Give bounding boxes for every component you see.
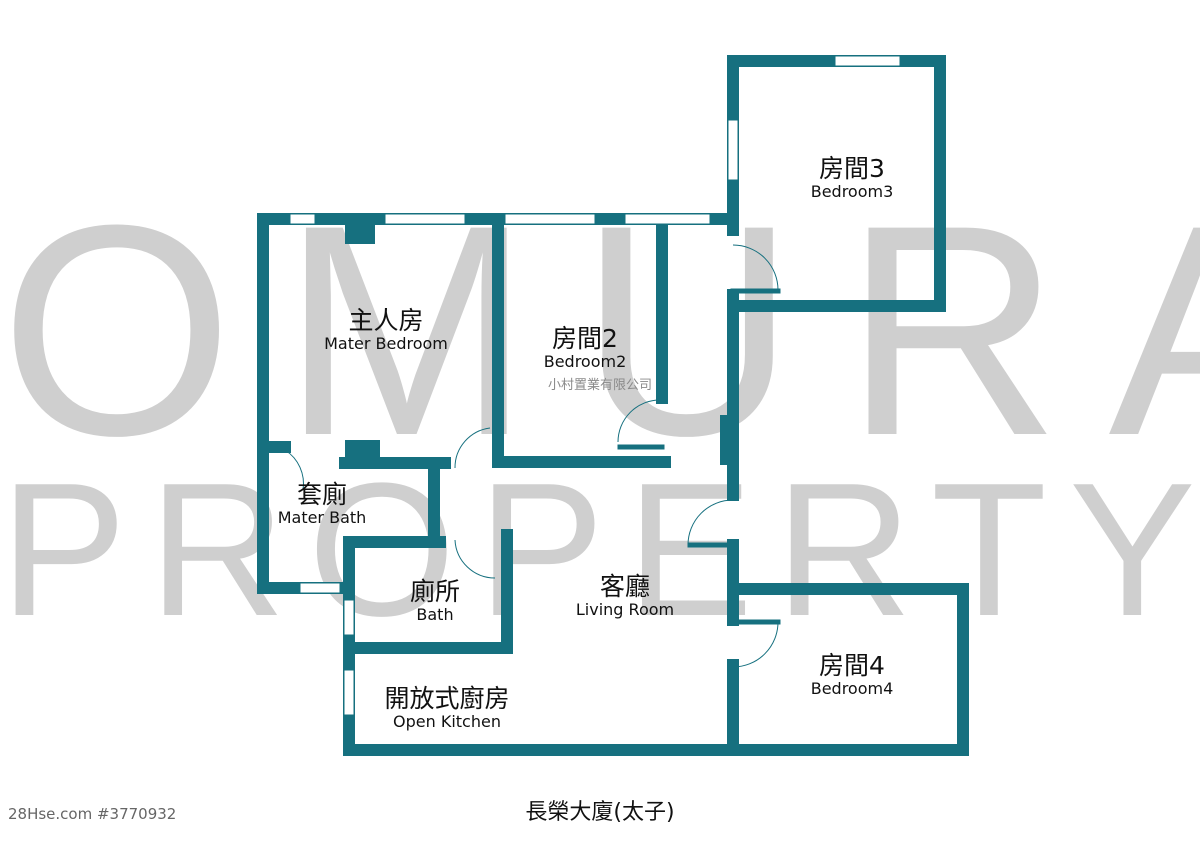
room-name-zh: 主人房 bbox=[348, 306, 424, 335]
room-name-en: Mater Bath bbox=[277, 508, 367, 527]
column bbox=[345, 219, 375, 244]
column bbox=[345, 440, 380, 465]
window bbox=[384, 213, 466, 225]
room-name-en: Living Room bbox=[575, 600, 675, 619]
door-arc bbox=[732, 244, 779, 291]
room-bedroom4: 房間4 Bedroom4 bbox=[811, 652, 894, 698]
room-name-zh: 開放式廚房 bbox=[384, 684, 510, 713]
room-living-room: 客廳 Living Room bbox=[576, 573, 674, 619]
window bbox=[624, 213, 711, 225]
door-arc bbox=[732, 621, 779, 668]
window bbox=[834, 55, 901, 67]
room-name-en: Open Kitchen bbox=[393, 712, 501, 731]
room-bedroom3: 房間3 Bedroom3 bbox=[811, 155, 894, 201]
source-label: 28Hse.com #3770932 bbox=[8, 805, 177, 823]
door-arc bbox=[617, 399, 661, 443]
window bbox=[727, 119, 739, 181]
room-name-en: Bedroom2 bbox=[543, 352, 627, 371]
door-arc bbox=[454, 427, 491, 469]
room-master-bedroom: 主人房 Mater Bedroom bbox=[324, 307, 448, 353]
room-name-zh: 房間3 bbox=[819, 154, 885, 183]
door-arc bbox=[454, 539, 496, 579]
window bbox=[343, 599, 355, 636]
door-arc bbox=[284, 449, 304, 491]
room-master-bath: 套廁 Mater Bath bbox=[278, 481, 367, 527]
room-name-en: Bedroom3 bbox=[810, 182, 894, 201]
room-name-en: Mater Bedroom bbox=[324, 334, 448, 353]
room-open-kitchen: 開放式廚房 Open Kitchen bbox=[384, 685, 509, 731]
room-name-zh: 房間2 bbox=[552, 324, 618, 353]
column bbox=[720, 415, 730, 465]
room-name-zh: 廁所 bbox=[409, 577, 461, 606]
window bbox=[343, 669, 355, 716]
watermark-omura: OMURA bbox=[0, 162, 1200, 498]
window bbox=[504, 213, 596, 225]
room-name-en: Bath bbox=[416, 605, 454, 624]
window bbox=[289, 213, 316, 225]
room-name-zh: 客廳 bbox=[599, 572, 650, 601]
watermark-property: PROPERTY bbox=[0, 444, 1200, 656]
room-bath: 廁所 Bath bbox=[410, 578, 460, 624]
window bbox=[299, 582, 341, 594]
room-name-zh: 房間4 bbox=[819, 651, 885, 680]
company-watermark: 小村置業有限公司 bbox=[547, 378, 653, 393]
door-arc bbox=[687, 499, 734, 546]
room-name-zh: 套廁 bbox=[296, 480, 347, 509]
room-name-en: Bedroom4 bbox=[810, 679, 894, 698]
building-title: 長榮大廈(太子) bbox=[525, 800, 675, 825]
room-bedroom2: 房間2 Bedroom2 bbox=[544, 325, 627, 371]
